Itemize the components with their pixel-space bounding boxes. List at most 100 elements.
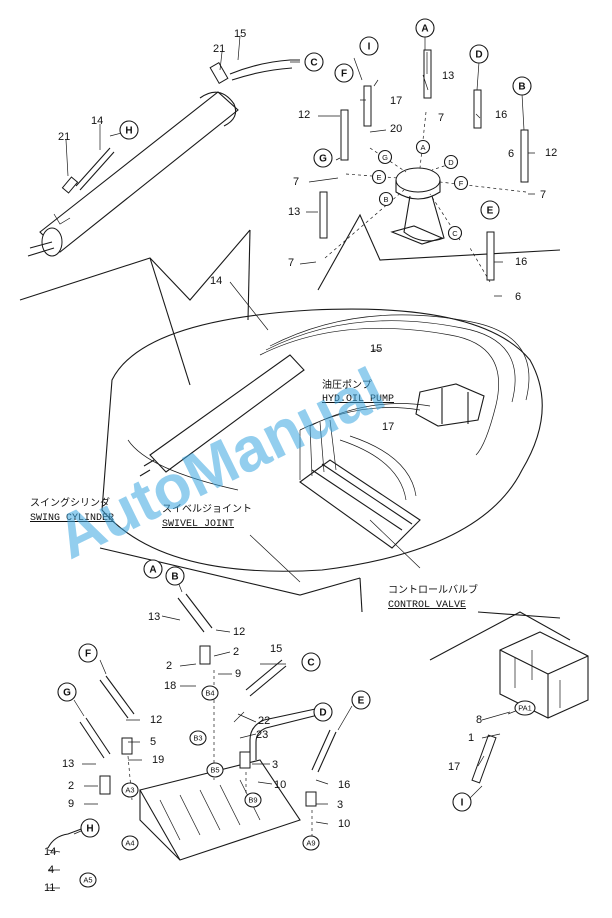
- port-letter: B: [383, 195, 388, 204]
- hyd-oil-pump-label-en: HYD.OIL PUMP: [322, 394, 394, 405]
- callout-letter: G: [63, 688, 71, 699]
- callout-circle: [304, 52, 324, 72]
- callout-letter: C: [307, 658, 314, 669]
- part-number-label: 12: [545, 147, 557, 159]
- port-tag-text: B9: [248, 796, 257, 805]
- callout-letter: B: [171, 572, 178, 583]
- part-number-label: 7: [288, 257, 294, 269]
- port-letter: F: [459, 179, 464, 188]
- part-number-label: 3: [337, 799, 343, 811]
- callout-circle: [301, 652, 321, 672]
- part-number-label: 9: [235, 668, 241, 680]
- callout-letter: I: [368, 42, 371, 53]
- port-tag-text: A9: [306, 839, 315, 848]
- part-number-label: 15: [270, 643, 282, 655]
- part-number-label: 17: [382, 421, 394, 433]
- part-number-label: 21: [213, 43, 225, 55]
- part-number-label: 2: [68, 780, 74, 792]
- part-number-label: 10: [274, 779, 286, 791]
- port-tag-ellipse: [206, 762, 224, 778]
- swivel-joint-detail: [319, 49, 529, 283]
- port-letter: D: [448, 158, 454, 167]
- part-number-label: 12: [298, 109, 310, 121]
- part-number-label: 18: [164, 680, 176, 692]
- callout-letter: H: [86, 824, 93, 835]
- callout-letter: F: [85, 649, 91, 660]
- part-number-label: 5: [150, 736, 156, 748]
- part-number-label: 13: [148, 611, 160, 623]
- part-number-label: 16: [495, 109, 507, 121]
- swivel-joint-label-jp: スイベルジョイント: [162, 503, 252, 515]
- port-letter: G: [382, 153, 388, 162]
- control-valve-detail: [47, 593, 337, 861]
- port-letter: C: [452, 229, 458, 238]
- callout-circle: [334, 63, 354, 83]
- part-number-label: 4: [48, 864, 54, 876]
- part-number-label: 2: [166, 660, 172, 672]
- part-number-label: 12: [233, 626, 245, 638]
- callout-circle: [469, 44, 489, 64]
- port-tag-text: PA1: [518, 704, 532, 713]
- callout-letter: E: [487, 206, 494, 217]
- callout-circle: [80, 818, 100, 838]
- callout-letter: A: [149, 565, 156, 576]
- part-number-label: 17: [390, 95, 402, 107]
- swing-cylinder-label-en: SWING CYLINDER: [30, 513, 114, 524]
- port-tag-ellipse: [244, 792, 262, 808]
- callout-circle: [78, 643, 98, 663]
- part-number-label: 21: [58, 131, 70, 143]
- watermark-text: AutoManual: [46, 355, 395, 573]
- part-number-label: 22: [258, 715, 270, 727]
- callout-letter: D: [319, 708, 326, 719]
- port-circle: [377, 149, 393, 165]
- port-tag-text: B3: [193, 734, 202, 743]
- part-number-label: 2: [233, 646, 239, 658]
- part-number-label: 13: [288, 206, 300, 218]
- callout-letter: G: [319, 154, 327, 165]
- port-circle: [443, 154, 459, 170]
- part-number-label: 8: [476, 714, 482, 726]
- port-circle: [447, 225, 463, 241]
- machine-overview: [101, 308, 543, 583]
- part-number-label: 16: [338, 779, 350, 791]
- part-number-label: 14: [91, 115, 103, 127]
- callout-letter: E: [358, 696, 365, 707]
- callout-circle: [143, 559, 163, 579]
- swivel-joint-label-en: SWIVEL JOINT: [162, 519, 234, 530]
- part-number-label: 14: [44, 846, 56, 858]
- port-tag-ellipse: [121, 782, 139, 798]
- port-letter: E: [376, 173, 381, 182]
- port-tag-ellipse: [79, 872, 97, 888]
- callout-circle: [313, 148, 333, 168]
- part-number-label: 9: [68, 798, 74, 810]
- part-number-label: 13: [62, 758, 74, 770]
- port-tag-text: A3: [125, 786, 134, 795]
- callout-circle: [480, 200, 500, 220]
- part-number-label: 19: [152, 754, 164, 766]
- callout-circle: [165, 566, 185, 586]
- part-number-label: 1: [468, 732, 474, 744]
- swing-cylinder-label-jp: スイングシリンダ: [30, 496, 110, 509]
- port-tag-text: A4: [125, 839, 134, 848]
- leader-lines: [47, 35, 535, 889]
- part-number-label: 3: [272, 759, 278, 771]
- port-letter: A: [420, 143, 425, 152]
- port-tag-ellipse: [514, 700, 536, 716]
- callout-circle: [313, 702, 333, 722]
- part-number-label: 23: [256, 729, 268, 741]
- port-tag-ellipse: [121, 835, 139, 851]
- part-number-label: 7: [293, 176, 299, 188]
- callout-circle: [119, 120, 139, 140]
- port-circle: [378, 191, 394, 207]
- port-tag-ellipse: [201, 685, 219, 701]
- callout-circle: [512, 76, 532, 96]
- callout-circle: [415, 18, 435, 38]
- part-number-label: 15: [370, 343, 382, 355]
- part-number-label: 6: [515, 291, 521, 303]
- port-circle: [415, 139, 431, 155]
- callout-letter: I: [461, 798, 464, 809]
- part-number-label: 10: [338, 818, 350, 830]
- port-tag-ellipse: [302, 835, 320, 851]
